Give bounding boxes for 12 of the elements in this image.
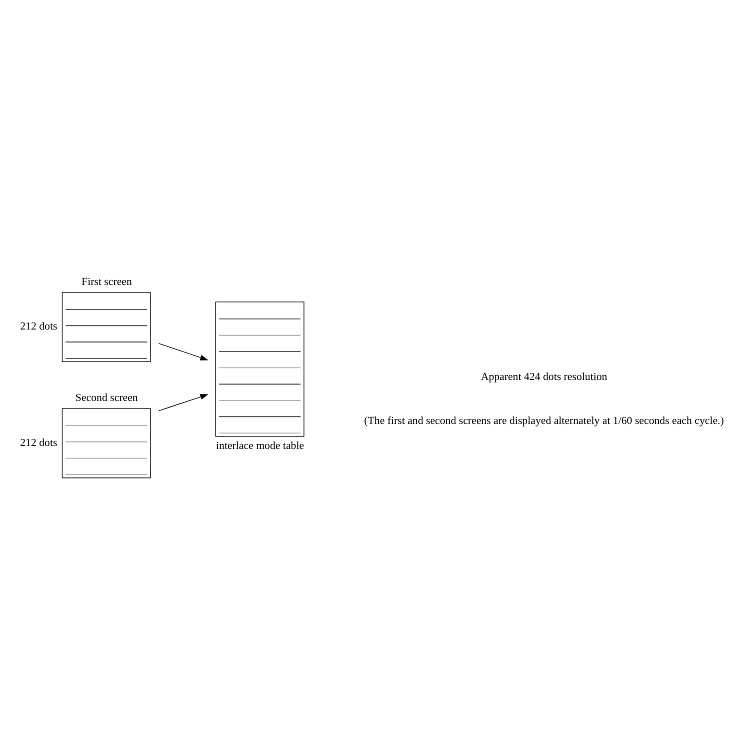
label: Apparent 424 dots resolution <box>480 370 608 382</box>
arrow <box>158 342 208 360</box>
label: (The first and second screens are displayed alternately at 1/60 seconds each cycle.) <box>364 414 724 427</box>
arrow <box>158 394 208 411</box>
node-label: 212 dots <box>20 320 58 332</box>
node-box <box>62 408 151 478</box>
node-label: interlace mode table <box>216 440 304 452</box>
node-box <box>62 292 151 362</box>
node-label: Second screen <box>75 391 138 404</box>
node-label: 212 dots <box>20 436 58 448</box>
node-box <box>215 301 304 436</box>
node-label: First screen <box>82 275 132 288</box>
